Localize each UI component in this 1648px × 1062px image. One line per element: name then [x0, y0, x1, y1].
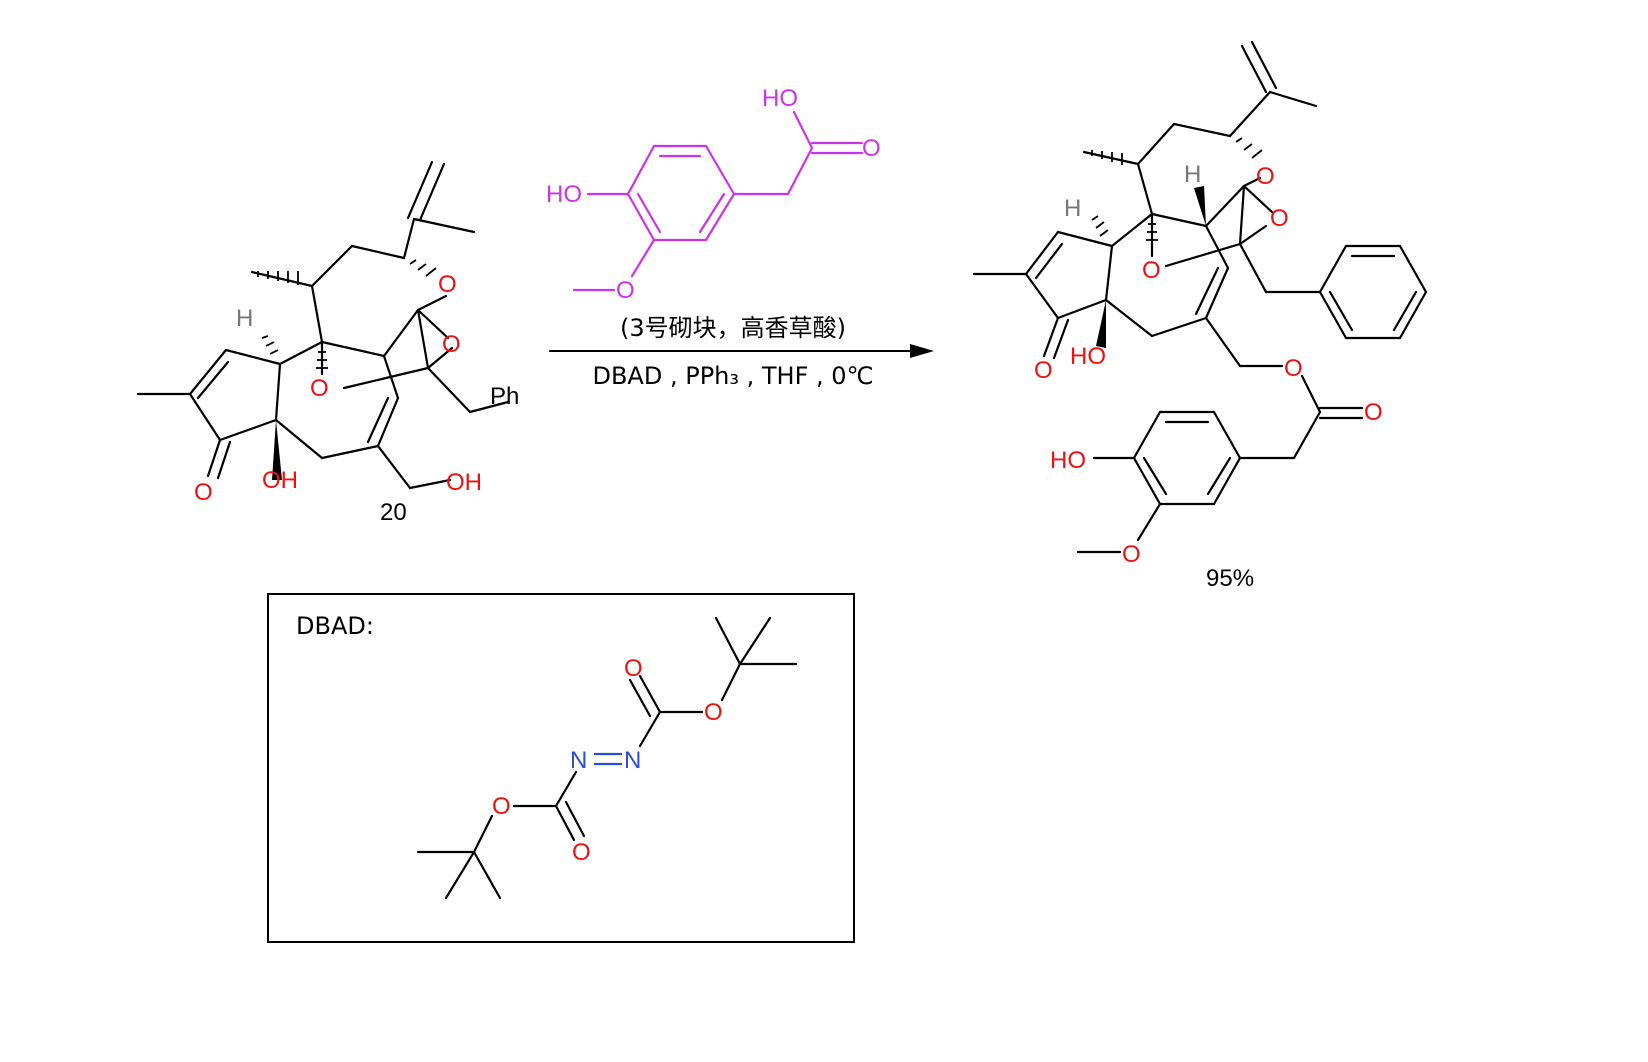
- hashed-o-bridge: [316, 351, 328, 369]
- reaction-arrow: (3号砌块，高香草酸) DBAD , PPh₃ , THF , 0℃: [549, 314, 934, 390]
- atom-ho: HO: [1070, 343, 1106, 370]
- hashed-h: [1091, 215, 1109, 237]
- atom-n: N: [624, 747, 641, 774]
- atom-n: N: [570, 747, 587, 774]
- atom-o: O: [1256, 163, 1275, 190]
- atom-oh: OH: [446, 469, 482, 496]
- atom-ho: HO: [762, 85, 798, 112]
- atom-o: O: [704, 699, 723, 726]
- conditions-line-2: DBAD , PPh₃ , THF , 0℃: [592, 362, 873, 390]
- hashed-bond-o: [1235, 137, 1263, 159]
- atom-ho: HO: [546, 181, 582, 208]
- yield: 95%: [1206, 565, 1254, 592]
- atom-o: O: [1122, 541, 1141, 568]
- atom-o: O: [1142, 257, 1161, 284]
- atom-o: O: [310, 375, 329, 402]
- atom-o: O: [442, 331, 461, 358]
- dbad-label: DBAD:: [296, 612, 374, 640]
- atom-h: H: [236, 305, 253, 332]
- atom-o: O: [492, 793, 511, 820]
- atom-oh: OH: [262, 467, 298, 494]
- hashed-methyl: [1091, 150, 1123, 165]
- atom-o: O: [1284, 355, 1303, 382]
- compound-number: 20: [380, 499, 407, 526]
- hashed-bond-o: [409, 259, 437, 277]
- atom-o: O: [624, 655, 643, 682]
- atom-o: O: [438, 271, 457, 298]
- atom-o: O: [572, 839, 591, 866]
- atom-o: O: [1270, 205, 1289, 232]
- atom-h: H: [1064, 195, 1081, 222]
- atom-o: O: [1034, 357, 1053, 384]
- conditions-line-1: (3号砌块，高香草酸): [620, 314, 846, 342]
- dbad-structure-box: DBAD: O O N N O O: [267, 593, 855, 943]
- atom-o: O: [194, 479, 213, 506]
- starting-material-20: O O O Ph OH OH O H 20: [136, 160, 519, 526]
- atom-h: H: [1184, 161, 1201, 188]
- reagent-homovanillic-acid: HO O HO O: [546, 85, 881, 304]
- atom-o: O: [862, 135, 881, 162]
- hashed-h: [261, 335, 279, 355]
- atom-o: O: [616, 277, 635, 304]
- hashed-o-bridge: [1146, 223, 1158, 241]
- atom-o: O: [1364, 399, 1383, 426]
- atom-ho: HO: [1050, 447, 1086, 474]
- product: O O O H H O HO O O HO O 95%: [972, 40, 1428, 592]
- atom-ph: Ph: [490, 383, 519, 410]
